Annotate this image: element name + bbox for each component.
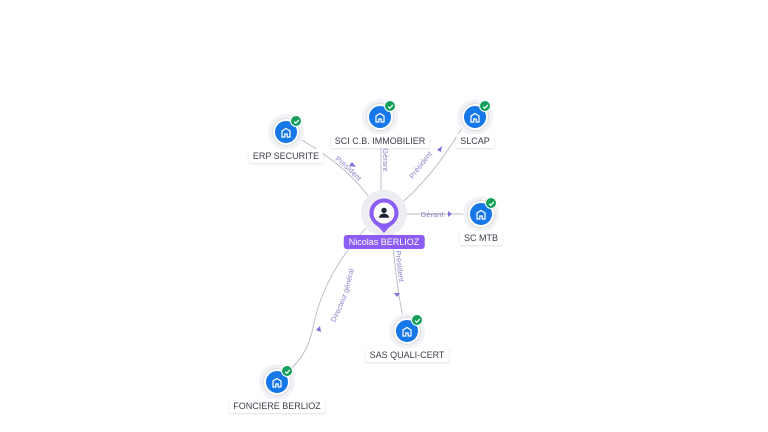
verified-check-icon <box>281 365 293 377</box>
verified-check-icon <box>384 100 396 112</box>
edge-label-sc-mtb: Gérant <box>421 210 445 219</box>
person-name[interactable]: Nicolas BERLIOZ <box>343 235 425 249</box>
edge-sas-quali-cert: Président <box>391 231 407 318</box>
svg-text:Gérant: Gérant <box>421 210 445 219</box>
svg-text:Directeur général: Directeur général <box>329 268 356 324</box>
company-name[interactable]: SLCAP <box>456 134 494 148</box>
svg-text:Gérant: Gérant <box>381 148 390 172</box>
edge-fonciere-berlioz: Directeur général <box>283 227 367 375</box>
person-pin-icon <box>369 198 399 233</box>
svg-text:Président: Président <box>333 154 364 183</box>
company-building-icon <box>394 318 420 344</box>
edge-label-sci-cb-immobilier: Gérant <box>381 148 390 172</box>
company-name[interactable]: SC MTB <box>459 231 503 245</box>
edge-label-erp-securite: Président <box>333 154 364 183</box>
arrow-scmtb-icon <box>448 211 452 217</box>
svg-text:Président: Président <box>394 250 407 283</box>
edge-label-sas-quali-cert: Président <box>394 250 407 283</box>
edge-sc-mtb: Gérant <box>403 210 471 219</box>
arrow-erp-icon <box>349 162 356 167</box>
company-name[interactable]: ERP SECURITE <box>248 149 324 163</box>
company-name[interactable]: SCI C.B. IMMOBILIER <box>330 134 430 148</box>
company-name[interactable]: SAS QUALI-CERT <box>365 348 449 362</box>
verified-check-icon <box>479 100 491 112</box>
person-icon <box>381 207 387 214</box>
edge-label-slcap: Président <box>407 149 434 181</box>
edge-sci-cb-immobilier: Gérant <box>380 132 390 195</box>
svg-text:Président: Président <box>407 149 434 181</box>
arrow-slcap-icon <box>437 146 442 152</box>
edge-label-fonciere-berlioz: Directeur général <box>329 268 356 324</box>
company-name[interactable]: FONCIERE BERLIOZ <box>229 399 325 413</box>
arrow-fonciere-icon <box>316 326 321 332</box>
verified-check-icon <box>411 314 423 326</box>
verified-check-icon <box>485 197 497 209</box>
arrow-sas-icon <box>394 293 400 297</box>
verified-check-icon <box>290 115 302 127</box>
